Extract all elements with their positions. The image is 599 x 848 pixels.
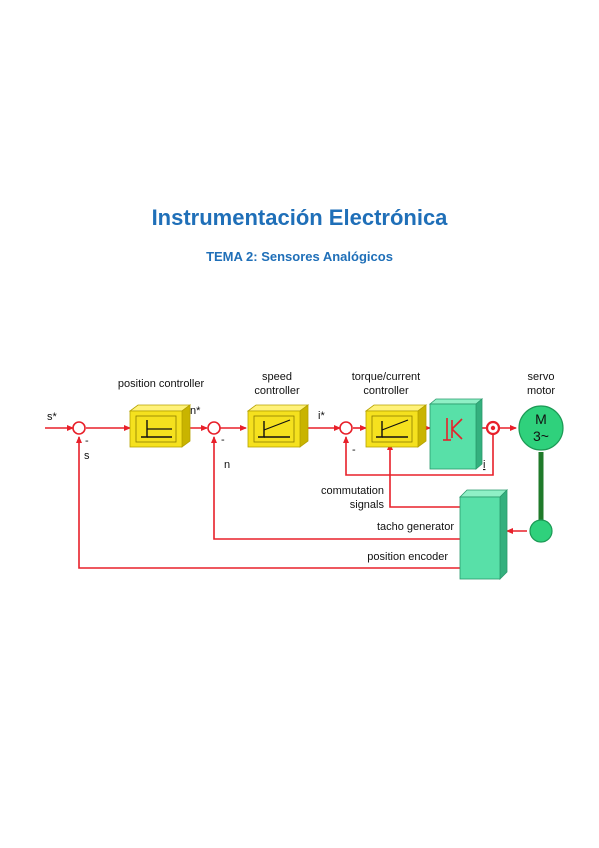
sensor-processing-block [459,489,508,580]
label-speed-controller-line1: speed [262,371,292,383]
label-minus-speed: - [221,434,225,446]
label-commutation-line2: signals [350,499,385,511]
servo-motor [518,405,564,451]
label-i-star: i* [318,410,325,422]
label-motor-m: M [535,411,547,427]
torque-controller-block [364,404,428,448]
label-i: i [483,459,485,471]
label-n-star: n* [190,405,201,417]
label-s-star: s* [47,411,58,423]
summing-junction-speed [207,421,221,435]
document-subtitle: TEMA 2: Sensores Analógicos [206,249,393,264]
label-speed-controller-line2: controller [254,385,300,397]
shaft-sensor [529,519,553,543]
label-commutation-line1: commutation [321,485,384,497]
line-current-feedback [343,434,494,476]
label-minus-position: - [85,435,89,447]
label-position-controller: position controller [118,378,205,390]
speed-controller-block [246,404,310,448]
power-converter-block [428,398,484,470]
label-position-encoder: position encoder [367,551,448,563]
label-minus-current: - [352,444,356,456]
label-s: s [84,450,90,462]
label-servo-motor-line2: motor [527,385,555,397]
line-tacho-feedback [211,436,460,540]
label-torque-controller-line2: controller [363,385,409,397]
label-torque-controller-line1: torque/current [352,371,420,383]
line-position-feedback [76,436,460,569]
label-motor-phase: 3~ [533,428,549,444]
current-sensor-dot [490,425,496,431]
document-title: Instrumentación Electrónica [151,205,448,230]
label-n: n [224,459,230,471]
transistor-icon [443,418,463,441]
summing-junction-position [72,421,86,435]
label-servo-motor-line1: servo [528,371,555,383]
summing-junction-current [339,421,353,435]
label-tacho-generator: tacho generator [377,521,454,533]
position-controller-block [128,404,192,448]
line-commutation [387,443,460,508]
